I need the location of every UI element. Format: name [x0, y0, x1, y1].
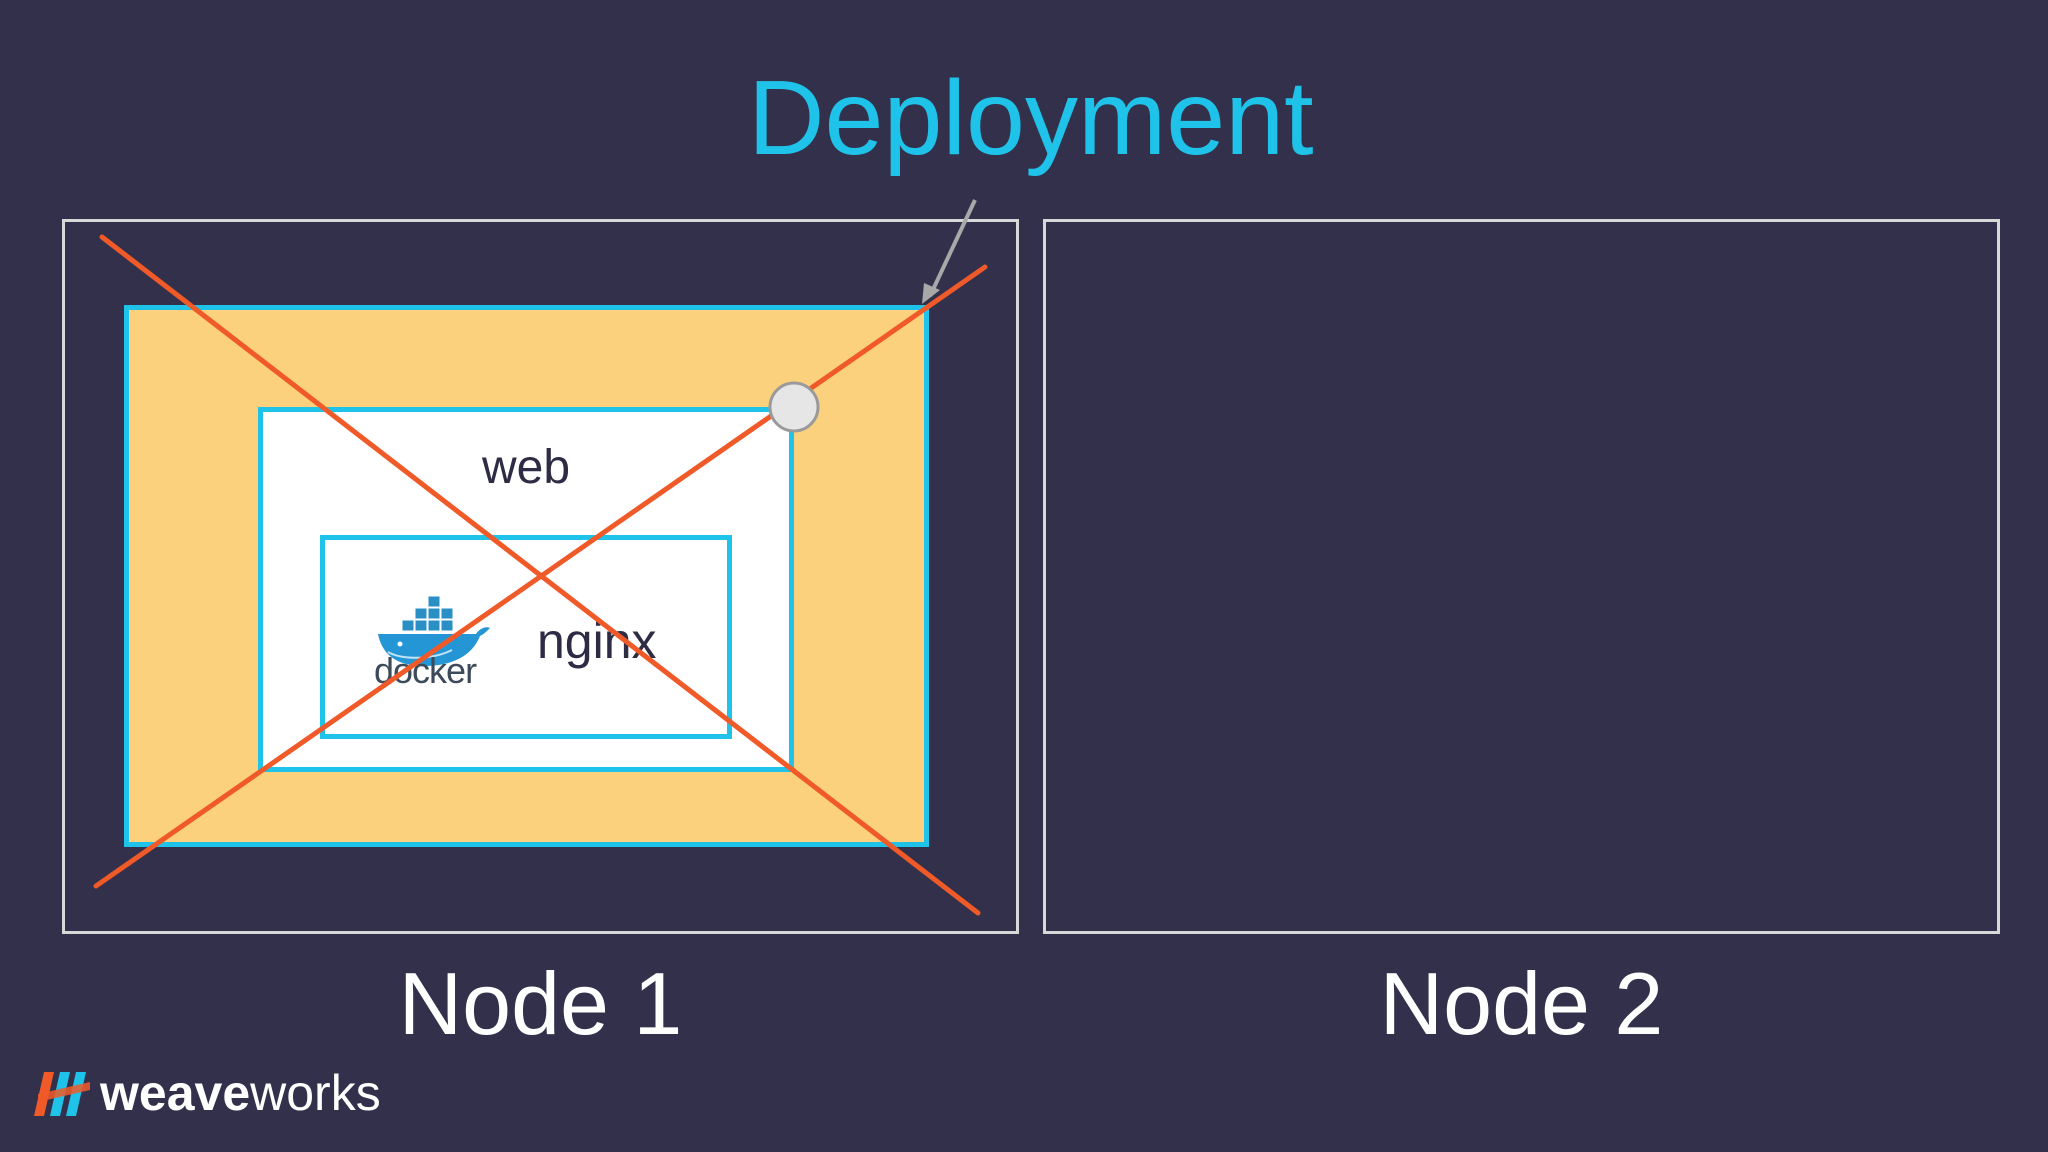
brand-wordmark: weaveworks	[100, 1064, 381, 1122]
container-label: nginx	[537, 613, 657, 669]
brand-wordmark-regular: works	[250, 1065, 381, 1121]
docker-logo-text: docker	[374, 650, 477, 691]
weaveworks-logo-icon	[34, 1072, 90, 1116]
node-1-frame	[62, 219, 1019, 934]
node-1-label: Node 1	[398, 954, 683, 1053]
pod-label: web	[481, 441, 571, 494]
node-2-label: Node 2	[1379, 954, 1664, 1053]
brand-wordmark-bold: weave	[100, 1065, 251, 1121]
deployment-title-text: Deployment	[748, 59, 1314, 177]
node-2-frame	[1043, 219, 2000, 934]
